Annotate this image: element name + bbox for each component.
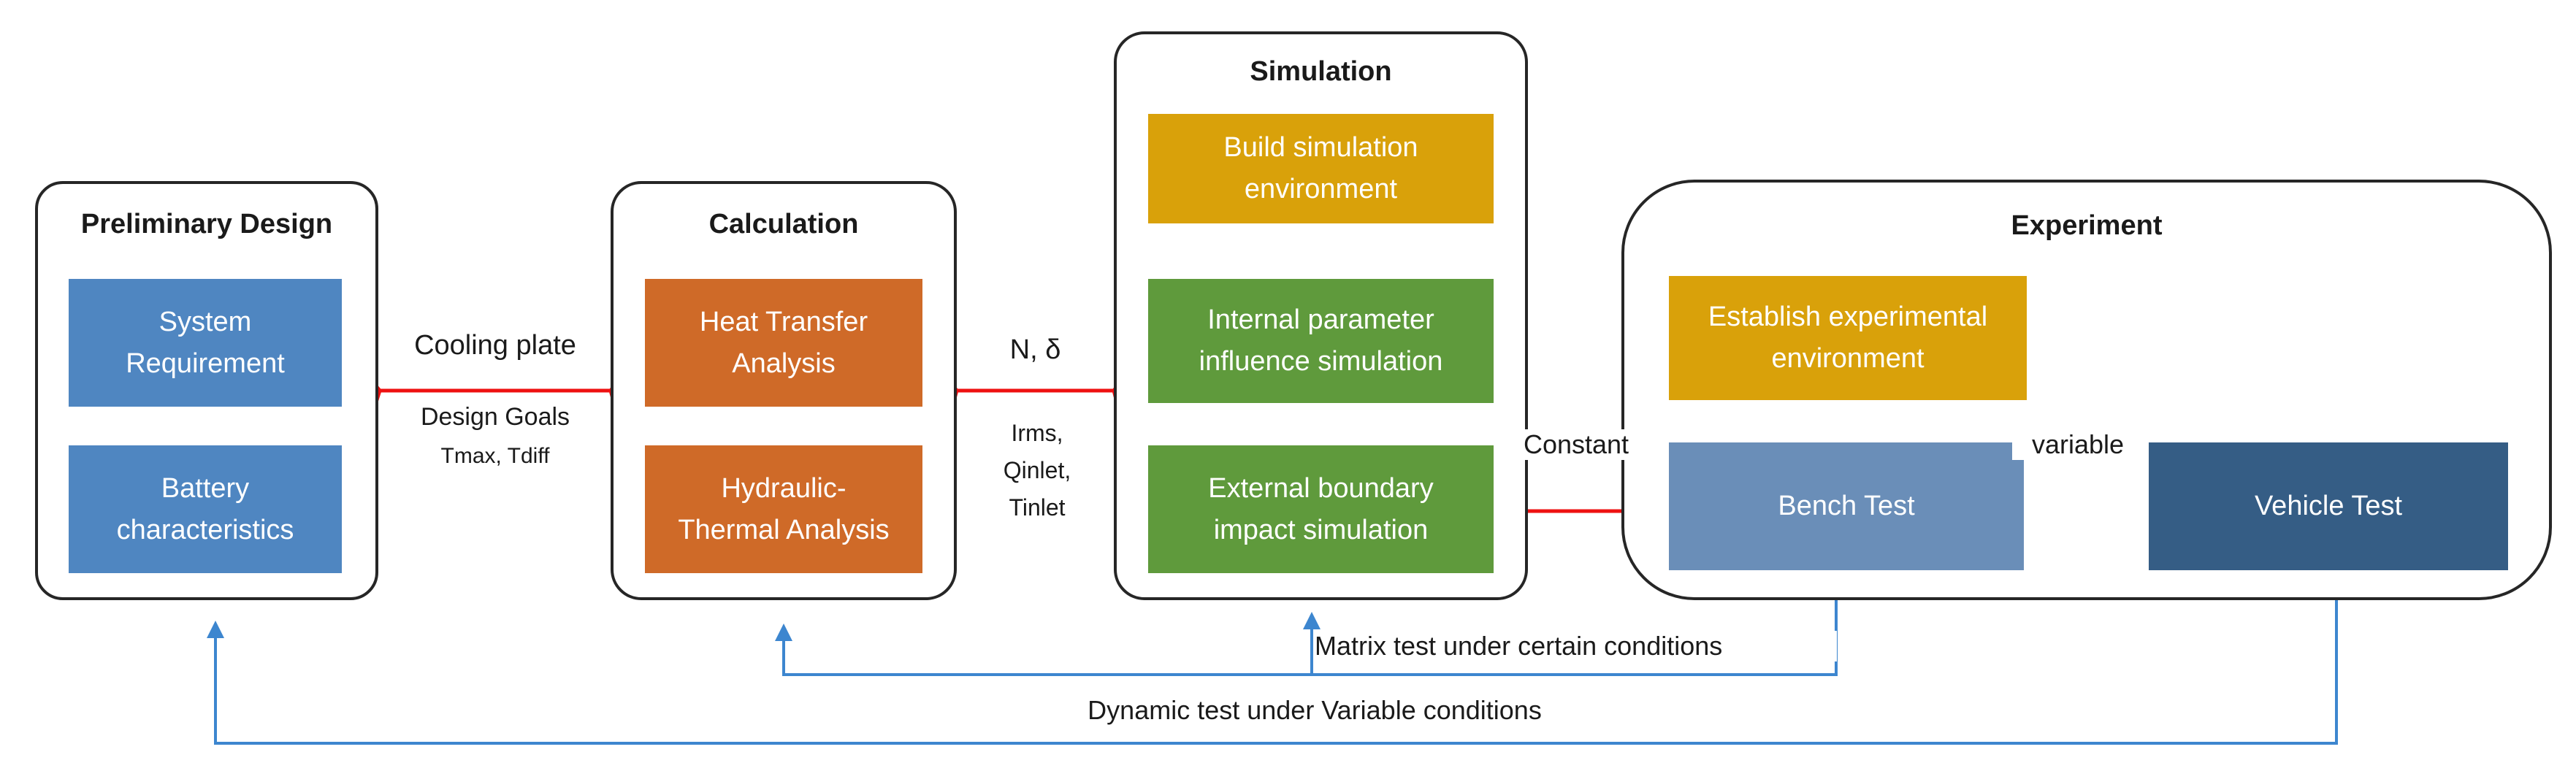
label-constant: Constant [1496,429,1656,460]
node-internal-parameter-simulation: Internal parameter influence simulation [1148,279,1494,403]
label-irms-qinlet-tinlet: Irms, Qinlet, Tinlet [1003,420,1071,521]
label-design-goals: Design Goals [420,403,570,431]
group-title-preliminary-design: Preliminary Design [80,209,333,239]
node-vehicle-test: Vehicle Test [2149,442,2508,570]
node-hydraulic-thermal-analysis: Hydraulic- Thermal Analysis [645,445,922,573]
feedback-dynamic-test [207,572,2338,745]
node-build-simulation-environment: Build simulation environment [1148,114,1494,223]
node-battery-characteristics: Battery characteristics [69,445,342,573]
label-tmax-tdiff: Tmax, Tdiff [440,444,550,468]
label-dynamic-test: Dynamic test under Variable conditions [1088,695,1542,725]
label-matrix-test: Matrix test under certain conditions [1315,631,1837,661]
node-system-requirement: System Requirement [69,279,342,407]
label-cooling-plate: Cooling plate [414,330,576,361]
group-title-experiment: Experiment [2011,210,2163,241]
node-heat-transfer-analysis: Heat Transfer Analysis [645,279,922,407]
group-title-simulation: Simulation [1250,56,1392,87]
group-title-calculation: Calculation [708,209,859,239]
node-bench-test: Bench Test [1669,442,2024,570]
label-variable: variable [2012,429,2144,460]
feedback-matrix-test [775,572,1838,676]
node-external-boundary-simulation: External boundary impact simulation [1148,445,1494,573]
node-establish-experimental-environment: Establish experimental environment [1669,276,2027,400]
label-n-delta: N, δ [1009,334,1061,365]
